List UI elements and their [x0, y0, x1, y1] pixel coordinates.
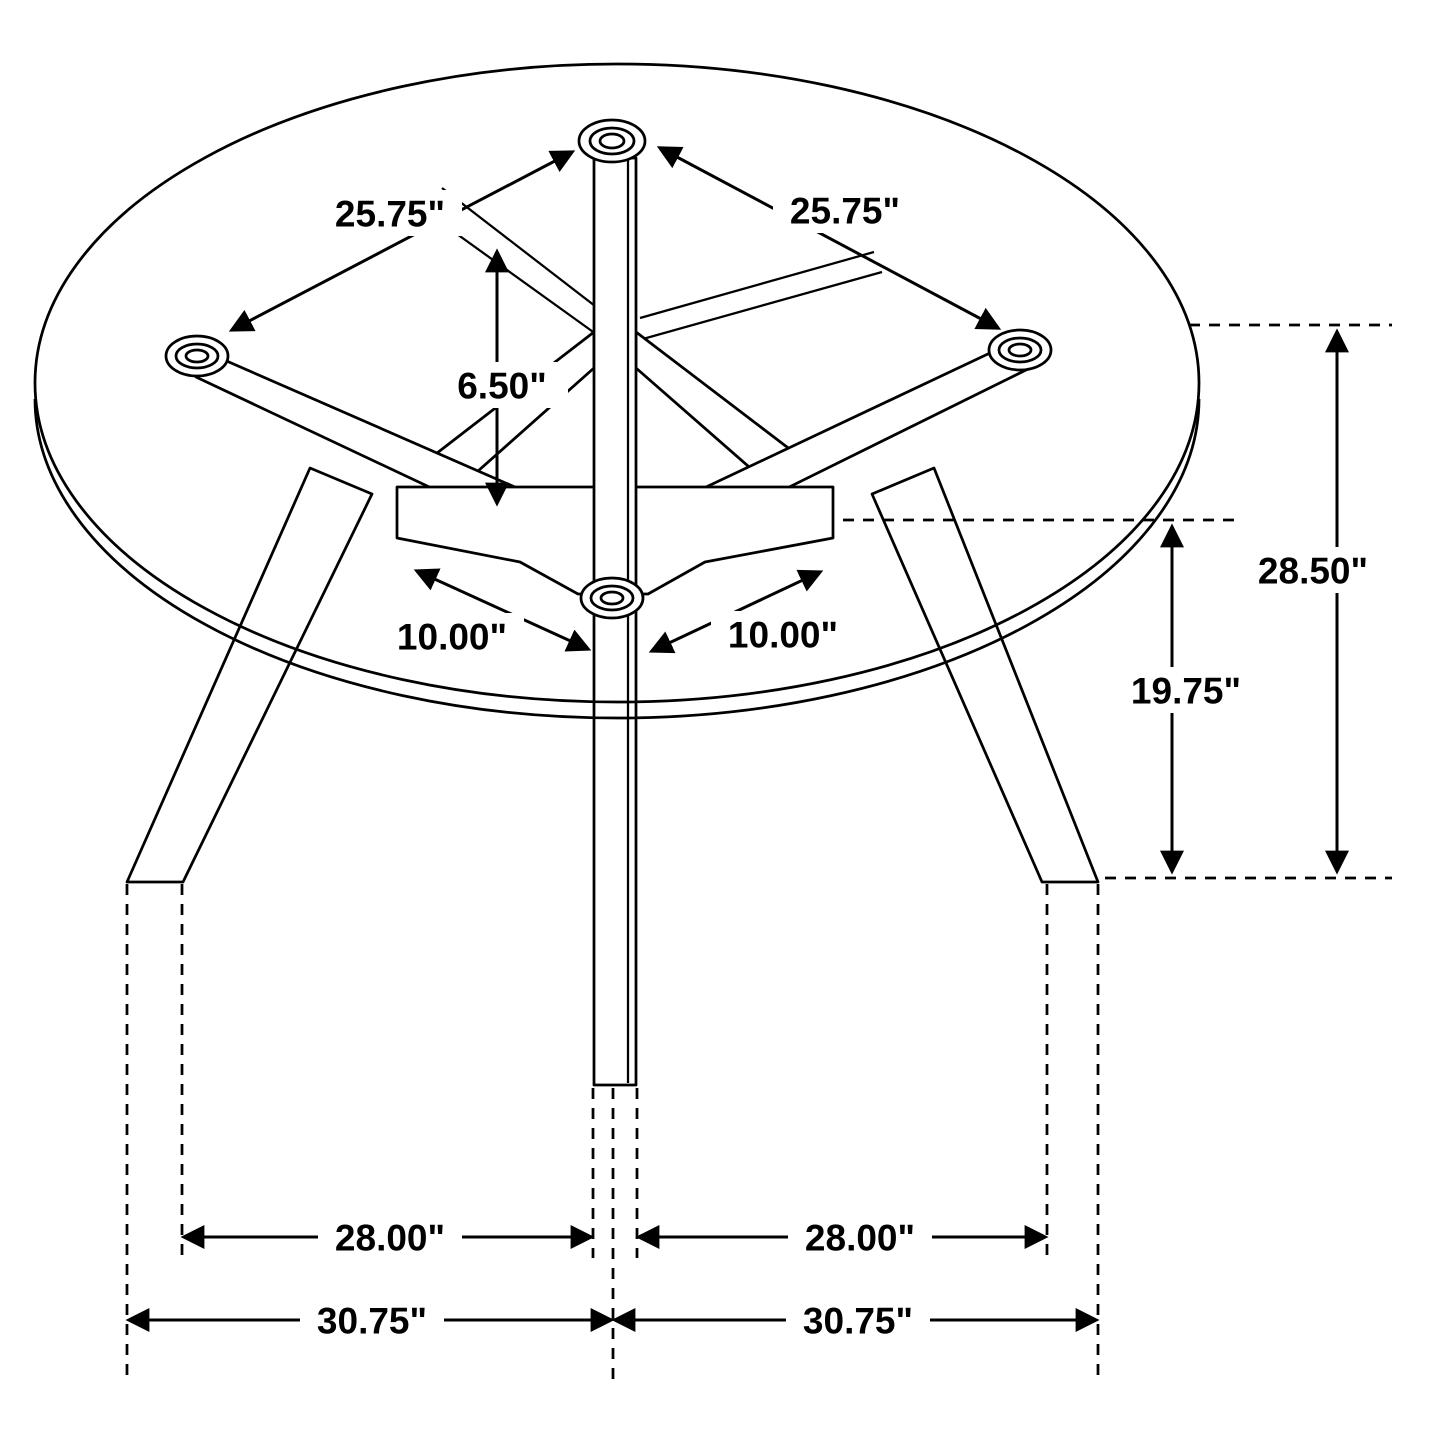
pad-outer — [164, 334, 230, 378]
dim-label-span-inner-left: 28.00" — [335, 1218, 445, 1259]
center-post-body — [592, 156, 638, 1087]
label-bg — [1237, 547, 1389, 593]
pad-inner — [599, 590, 625, 606]
dim-label-span-outer-left: 30.75" — [317, 1301, 427, 1342]
label-bg — [773, 187, 917, 233]
dim-label-beam-left: 10.00" — [397, 617, 507, 658]
center-post — [592, 156, 638, 1087]
label-bg — [318, 190, 462, 236]
label-bg — [786, 1297, 930, 1343]
left-leg — [125, 466, 374, 884]
label-bg — [788, 1214, 932, 1260]
glass-top-outline — [33, 62, 1201, 704]
extension-lines — [125, 323, 1392, 1382]
pad-mid — [588, 126, 636, 156]
dim-label-diag-left: 25.75" — [335, 194, 445, 235]
glass-thickness-edge — [33, 398, 1201, 720]
label-bg — [318, 1214, 462, 1260]
table-base — [125, 156, 1100, 1087]
dim-label-hub-height: 6.50" — [457, 366, 547, 407]
pad-mid — [174, 342, 220, 370]
label-bg — [711, 611, 855, 657]
dim-label-underside-height: 19.75" — [1131, 671, 1241, 712]
left-pad — [164, 334, 230, 378]
dimension-arrows — [125, 146, 1349, 1332]
dim-arrow-diag-right — [656, 146, 1002, 330]
dim-label-total-height: 28.50" — [1258, 551, 1368, 592]
dimension-labels: 25.75" 25.75" 6.50" 10.00" 10.00" 28.50"… — [300, 187, 1389, 1343]
pad-mid — [997, 336, 1043, 364]
pad-inner — [598, 132, 626, 150]
label-bg — [300, 1297, 444, 1343]
right-pad — [987, 328, 1053, 372]
mount-pads — [164, 118, 1053, 620]
dim-label-span-inner-right: 28.00" — [805, 1218, 915, 1259]
pad-outer — [577, 118, 647, 164]
pad-inner — [184, 348, 210, 364]
dim-label-diag-right: 25.75" — [790, 191, 900, 232]
label-bg — [436, 362, 568, 408]
back-right-beam-edge — [631, 270, 883, 344]
top-pad — [577, 118, 647, 164]
pad-outer — [987, 328, 1053, 372]
back-right-beam — [631, 250, 883, 344]
dim-arrow-diag-left — [228, 150, 576, 332]
center-pad — [579, 576, 645, 620]
label-bg — [380, 613, 524, 659]
dim-label-beam-right: 10.00" — [728, 615, 838, 656]
label-bg — [1110, 667, 1262, 713]
glass-top — [33, 62, 1201, 720]
pad-inner — [1007, 342, 1033, 358]
right-leg — [870, 466, 1100, 884]
dim-label-span-outer-right: 30.75" — [803, 1301, 913, 1342]
dim-arrow-beam-left — [413, 568, 592, 652]
